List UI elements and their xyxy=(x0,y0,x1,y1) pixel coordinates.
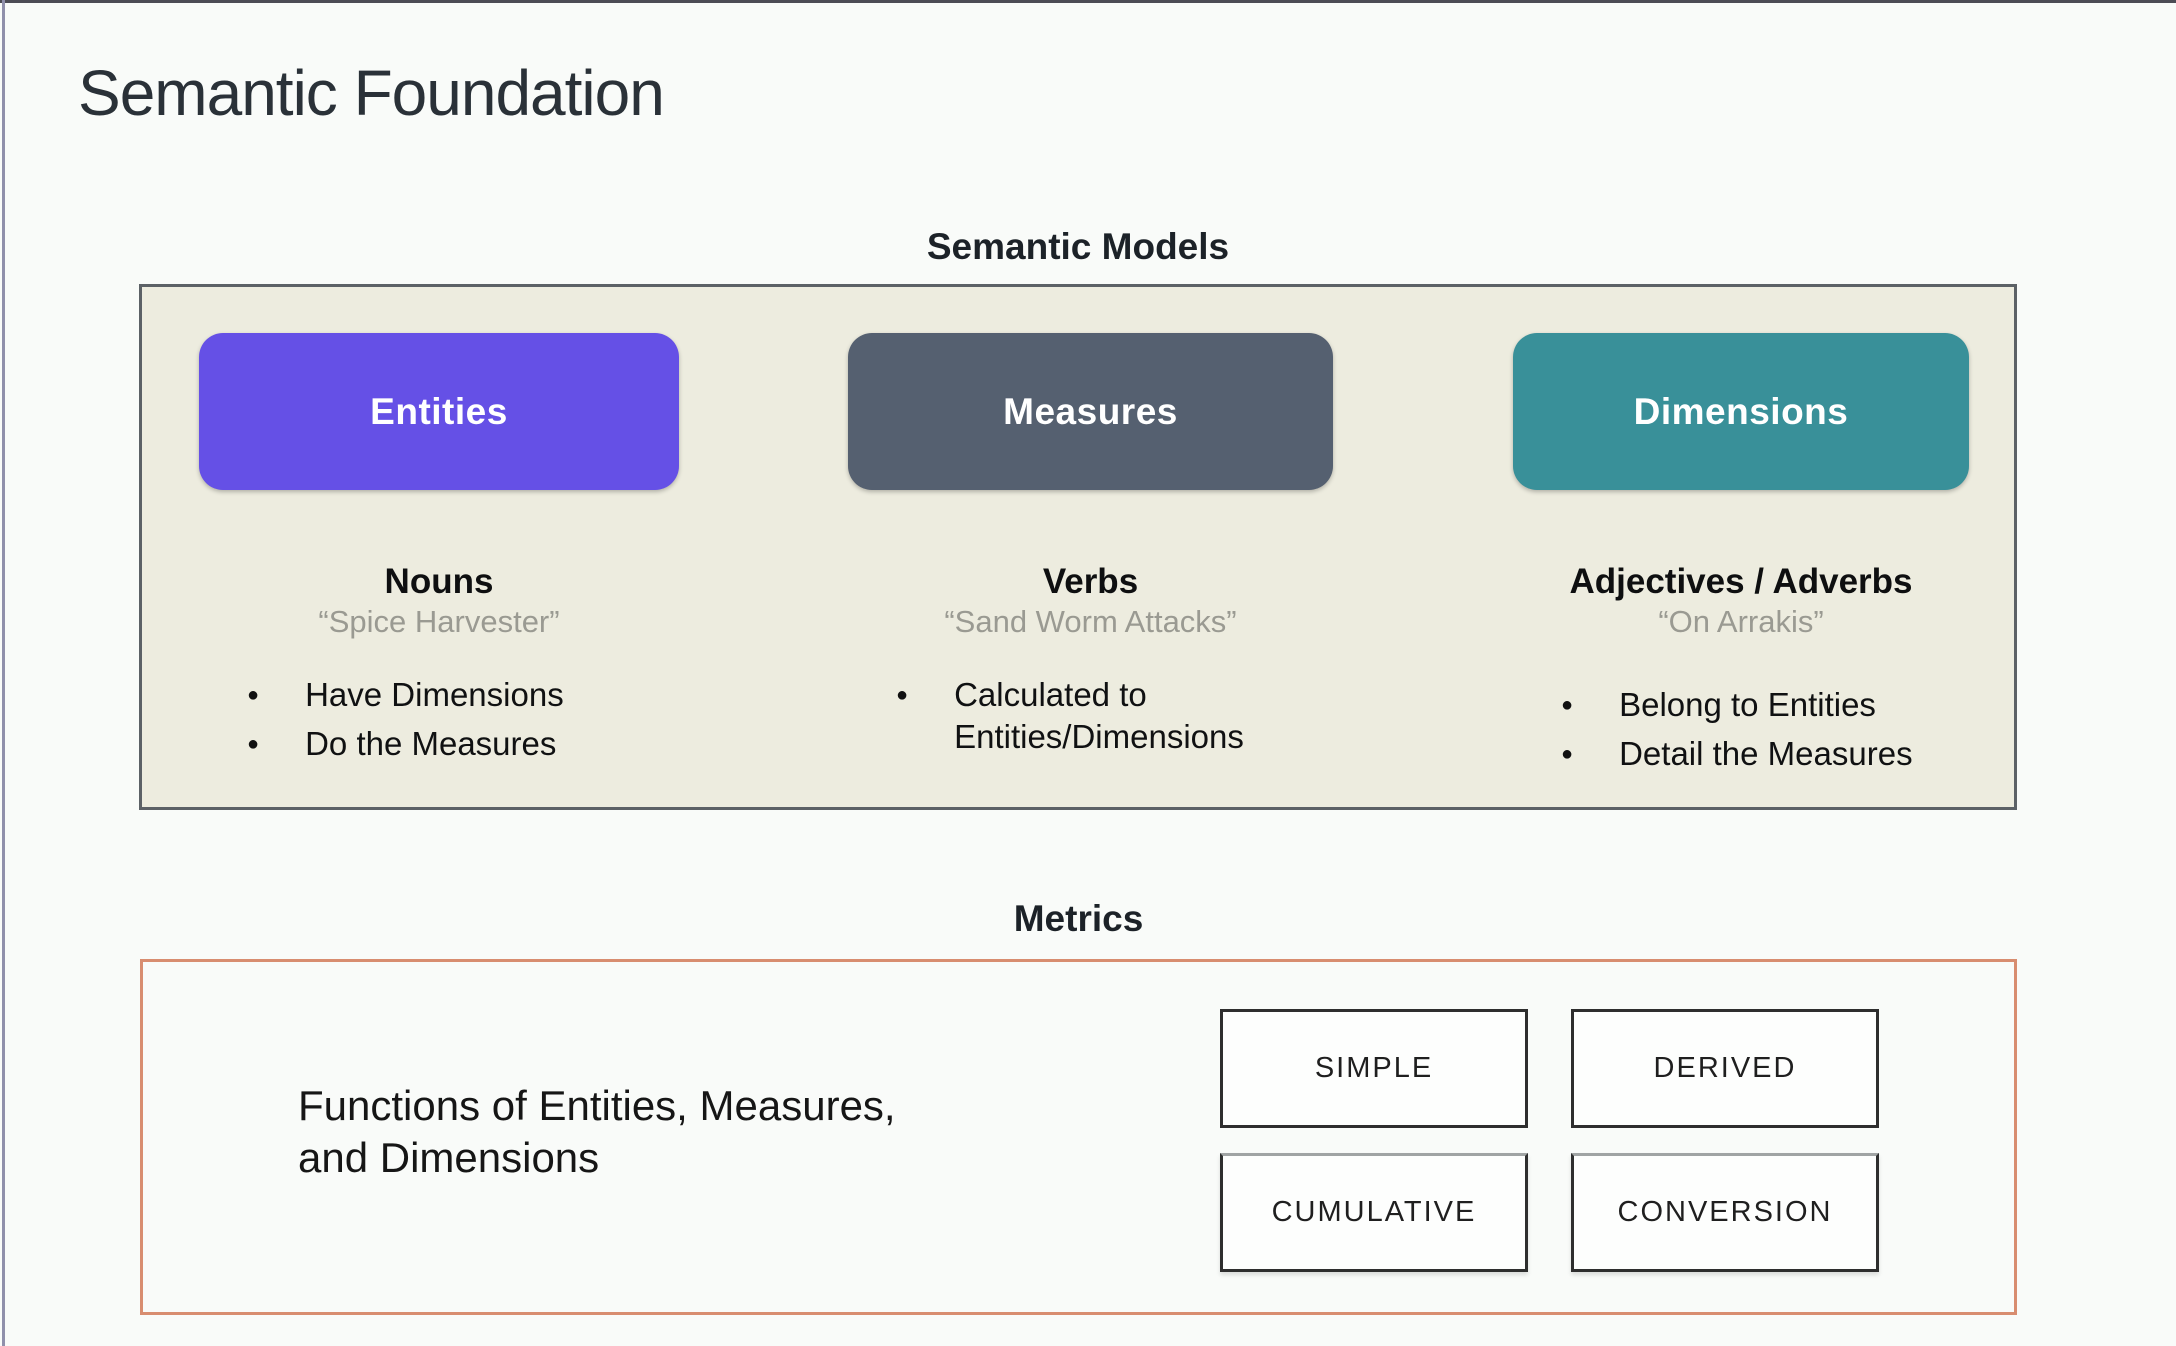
list-item: ● Have Dimensions xyxy=(247,674,679,716)
bullet-label: Calculated to Entities/Dimensions xyxy=(954,676,1244,756)
entities-column: Entities Nouns “Spice Harvester” ● Have … xyxy=(199,287,679,772)
list-item: ● Calculated to Entities/Dimensions xyxy=(896,674,1333,758)
list-item: ● Belong to Entities xyxy=(1561,684,1969,726)
semantic-models-panel: Entities Nouns “Spice Harvester” ● Have … xyxy=(139,284,2017,810)
dimensions-column: Dimensions Adjectives / Adverbs “On Arra… xyxy=(1513,287,1969,782)
dimensions-bullet-list: ● Belong to Entities ● Detail the Measur… xyxy=(1513,684,1969,775)
bullet-icon: ● xyxy=(247,684,260,707)
bullet-label: Have Dimensions xyxy=(305,676,564,714)
entities-pill-label: Entities xyxy=(370,390,508,432)
metrics-panel: Functions of Entities, Measures, and Dim… xyxy=(140,959,2017,1315)
semantic-models-heading: Semantic Models xyxy=(926,226,1230,267)
window-top-edge xyxy=(0,0,2176,3)
slide-title: Semantic Foundation xyxy=(78,57,665,129)
dimensions-pill-label: Dimensions xyxy=(1633,390,1849,432)
metric-type-derived: DERIVED xyxy=(1571,1009,1879,1128)
bullet-icon: ● xyxy=(1561,694,1574,717)
bullet-label: Do the Measures xyxy=(305,725,557,763)
bullet-label: Detail the Measures xyxy=(1619,735,1913,773)
dimensions-heading: Adjectives / Adverbs xyxy=(1569,562,1913,601)
metrics-heading: Metrics xyxy=(1013,898,1144,939)
measures-column: Measures Verbs “Sand Worm Attacks” ● Cal… xyxy=(848,287,1333,765)
measures-pill: Measures xyxy=(848,333,1333,490)
measures-quote: “Sand Worm Attacks” xyxy=(944,604,1237,640)
list-item: ● Detail the Measures xyxy=(1561,733,1969,775)
list-item: ● Do the Measures xyxy=(247,723,679,765)
dimensions-quote: “On Arrakis” xyxy=(1658,604,1824,640)
bullet-icon: ● xyxy=(1561,743,1574,766)
entities-heading: Nouns xyxy=(384,562,494,601)
entities-pill: Entities xyxy=(199,333,679,490)
entities-quote: “Spice Harvester” xyxy=(318,604,560,640)
measures-bullet-list: ● Calculated to Entities/Dimensions xyxy=(848,674,1333,758)
bullet-label: Belong to Entities xyxy=(1619,686,1876,724)
bullet-icon: ● xyxy=(247,733,260,756)
metrics-description: Functions of Entities, Measures, and Dim… xyxy=(298,1082,896,1181)
metric-type-conversion: CONVERSION xyxy=(1571,1153,1879,1272)
measures-heading: Verbs xyxy=(1042,562,1139,601)
metric-type-cumulative: CUMULATIVE xyxy=(1220,1153,1528,1272)
entities-bullet-list: ● Have Dimensions ● Do the Measures xyxy=(199,674,679,765)
window-left-edge xyxy=(2,0,5,1346)
bullet-icon: ● xyxy=(896,684,909,707)
measures-pill-label: Measures xyxy=(1003,390,1178,432)
metric-type-simple: SIMPLE xyxy=(1220,1009,1528,1128)
dimensions-pill: Dimensions xyxy=(1513,333,1969,490)
